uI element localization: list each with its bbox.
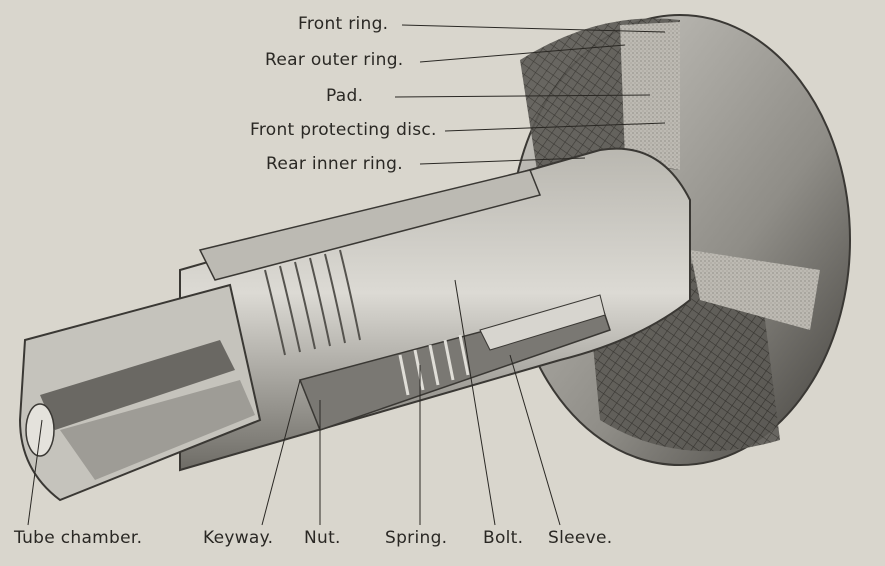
label-rear-inner-ring: Rear inner ring. [266, 154, 403, 174]
spring-sleeve-cutaway [298, 294, 611, 431]
leader-lines [27, 24, 666, 526]
label-sleeve: Sleeve. [548, 528, 613, 548]
label-front-ring: Front ring. [298, 14, 389, 34]
label-bolt: Bolt. [483, 528, 524, 548]
thread-section [264, 249, 361, 356]
leader-keyway [261, 379, 301, 526]
leader-tube-chamber [27, 419, 43, 526]
label-pad: Pad. [326, 86, 364, 106]
leader-pad [394, 94, 651, 98]
leader-rear-outer-ring [419, 44, 626, 63]
label-rear-outer-ring: Rear outer ring. [265, 50, 404, 70]
leader-front-protecting-disc [444, 122, 666, 132]
leader-front-ring [401, 24, 666, 33]
label-nut: Nut. [304, 528, 341, 548]
leader-sleeve [509, 354, 561, 526]
leader-bolt [454, 279, 496, 526]
tube-chamber-section [18, 283, 262, 502]
leader-rear-inner-ring [419, 157, 586, 165]
label-tube-chamber: Tube chamber. [14, 528, 143, 548]
label-keyway: Keyway. [203, 528, 274, 548]
label-spring: Spring. [385, 528, 448, 548]
label-front-protecting-disc: Front protecting disc. [250, 120, 437, 140]
